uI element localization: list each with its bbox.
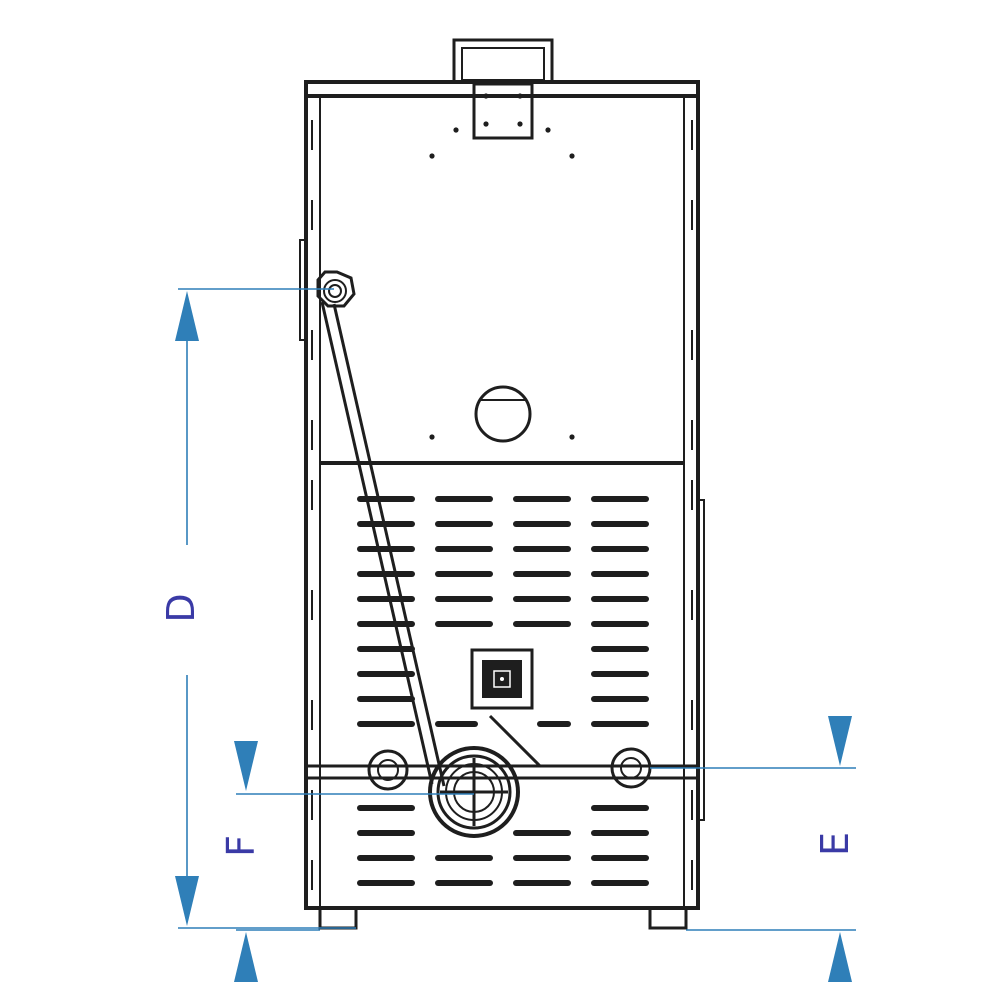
dimension-f-arrow-top [234,741,258,791]
left-foot [318,906,358,930]
dimension-f-label: F [219,835,263,857]
ventilation-grille [357,496,649,886]
bolt-dots [429,127,575,440]
dimension-e-arrow-bottom [828,932,852,982]
dimension-d-arrow-top [175,291,199,341]
connecting-pipe [320,301,434,785]
power-socket [470,648,534,710]
dimension-annotations: D F E [159,288,857,982]
stove-body [299,38,705,930]
mount-plate [472,82,534,140]
right-foot [648,906,688,930]
exhaust-outlet [428,746,520,838]
left-fitting [367,749,409,791]
right-fitting [610,747,652,789]
dimension-d-label: D [159,593,203,622]
dimension-f-arrow-bottom [234,932,258,982]
top-handle [452,38,554,84]
flue-connector [316,270,356,308]
dimension-d-arrow-bottom [175,876,199,926]
side-tick-marks [311,120,693,890]
dimension-e-label: E [813,832,857,856]
air-inlet [474,385,532,443]
dimension-e-arrow-top [828,716,852,766]
